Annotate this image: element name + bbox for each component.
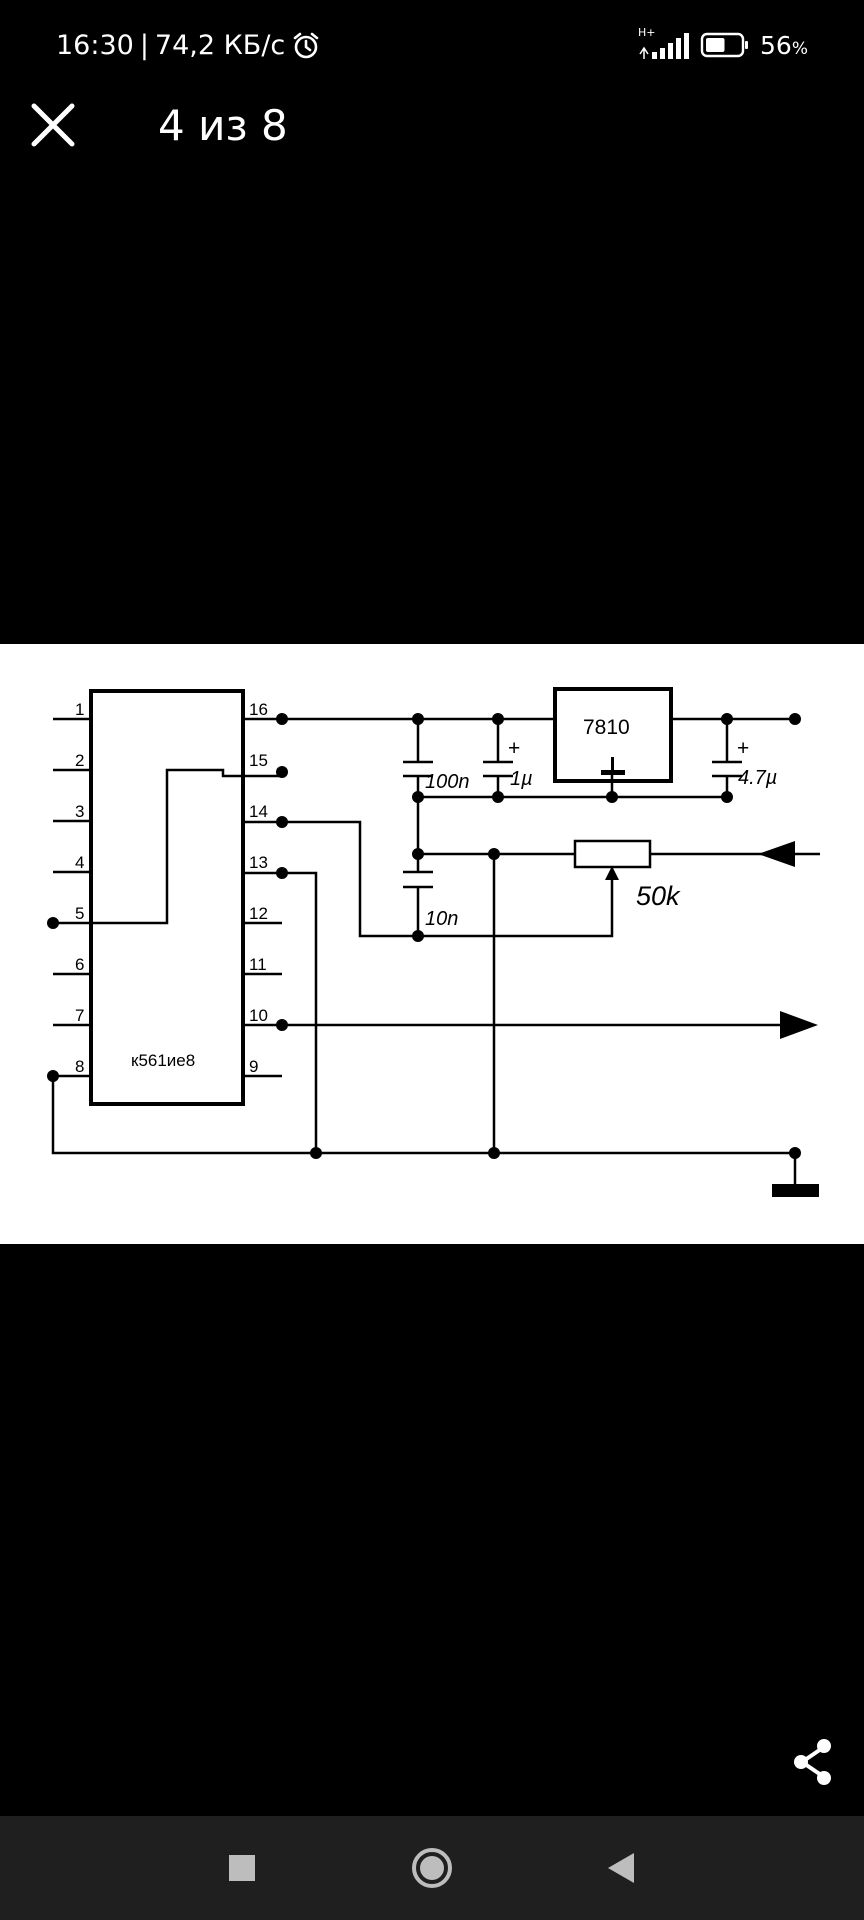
ic-label: к561ие8 xyxy=(131,1051,195,1070)
viewer-top-bar: 4 из 8 xyxy=(0,96,864,160)
pin-label: 3 xyxy=(75,802,84,821)
close-icon xyxy=(31,103,75,147)
pin-label: 16 xyxy=(249,700,268,719)
pin-label: 2 xyxy=(75,751,84,770)
capacitor-label: 1µ xyxy=(510,768,533,790)
alarm-icon xyxy=(293,32,319,58)
pin-label: 6 xyxy=(75,955,84,974)
image-counter: 4 из 8 xyxy=(158,101,288,150)
capacitor-label: 100n xyxy=(425,771,470,793)
pin-label: 5 xyxy=(75,904,84,923)
pin-label: 12 xyxy=(249,904,268,923)
close-button[interactable] xyxy=(28,100,78,150)
pin-label: 9 xyxy=(249,1057,258,1076)
share-icon xyxy=(794,1739,831,1785)
battery-icon xyxy=(700,32,749,58)
pin-label: 11 xyxy=(249,955,267,974)
battery-level: 56 xyxy=(760,30,792,60)
pin-label: 13 xyxy=(249,853,268,872)
battery-text: 56% xyxy=(760,31,808,60)
capacitor-label: 4.7µ xyxy=(738,767,777,789)
battery-unit: % xyxy=(791,38,808,59)
navigation-bar xyxy=(0,1816,864,1920)
pin-label: 1 xyxy=(75,700,84,719)
pin-label: 7 xyxy=(75,1006,84,1025)
polarity-label: + xyxy=(508,737,520,760)
pin-label: 14 xyxy=(249,802,268,821)
pin-label: 8 xyxy=(75,1057,84,1076)
status-right: H+ 56% xyxy=(638,26,808,60)
share-button[interactable] xyxy=(788,1736,838,1788)
circle-icon xyxy=(412,1848,452,1888)
status-left: 16:30 | 74,2 КБ/с xyxy=(56,30,321,61)
status-separator: | xyxy=(139,30,149,61)
pin-label: 10 xyxy=(249,1006,268,1025)
recents-button[interactable] xyxy=(214,1840,270,1896)
home-button[interactable] xyxy=(404,1840,460,1896)
status-net-speed: 74,2 КБ/с xyxy=(154,30,286,61)
regulator-label: 7810 xyxy=(583,716,630,739)
capacitor-label: 10n xyxy=(425,908,458,930)
triangle-back-icon xyxy=(608,1853,634,1883)
signal-indicator: H+ xyxy=(638,26,690,60)
status-time: 16:30 xyxy=(56,30,134,61)
back-button[interactable] xyxy=(594,1840,650,1896)
network-type-label: H+ xyxy=(638,26,656,39)
polarity-label: + xyxy=(737,737,749,760)
signal-icon xyxy=(639,33,690,59)
schematic-image: 1 2 3 4 5 6 7 8 16 15 14 13 12 11 10 9 к… xyxy=(47,687,820,1197)
square-icon xyxy=(229,1855,255,1881)
image-viewer[interactable]: 1 2 3 4 5 6 7 8 16 15 14 13 12 11 10 9 к… xyxy=(0,644,864,1244)
status-bar: 16:30 | 74,2 КБ/с H+ 56% xyxy=(0,0,864,96)
pin-label: 4 xyxy=(75,853,84,872)
potentiometer-label: 50k xyxy=(636,881,681,911)
pin-label: 15 xyxy=(249,751,268,770)
